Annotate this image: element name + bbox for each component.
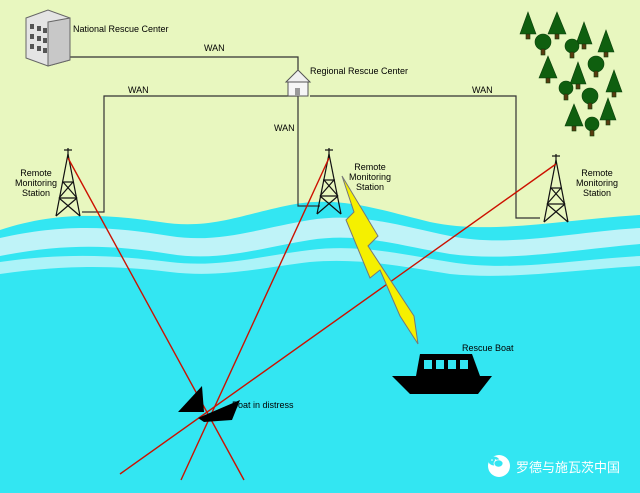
wan-link-mid — [297, 96, 320, 207]
tower-right-icon — [543, 154, 569, 223]
bearing-line-right — [119, 163, 557, 475]
rescue-boat-label: Rescue Boat — [462, 343, 514, 353]
wave-band-2 — [0, 248, 640, 276]
wan-label-top: WAN — [204, 43, 225, 53]
national-center-label: National Rescue Center — [73, 24, 169, 34]
watermark-text: 罗德与施瓦茨中国 — [515, 460, 620, 476]
rescue-boat-icon — [392, 354, 492, 394]
station-left-label: Remote Monitoring Station — [14, 168, 58, 198]
distress-boat-icon — [178, 386, 240, 422]
bearing-line-mid — [180, 157, 330, 481]
regional-center-icon — [284, 69, 312, 97]
station-right-label: Remote Monitoring Station — [575, 168, 619, 198]
tower-left-icon — [55, 148, 81, 217]
station-mid-label: Remote Monitoring Station — [348, 162, 392, 192]
wan-label-left: WAN — [128, 85, 149, 95]
distress-boat-label: Boat in distress — [232, 400, 294, 410]
wan-link-left — [82, 95, 298, 213]
wan-label-right: WAN — [472, 85, 493, 95]
watermark: 罗德与施瓦茨中国 — [487, 455, 620, 477]
forest — [519, 11, 623, 137]
wan-link-right — [310, 95, 540, 219]
wan-links — [67, 46, 540, 219]
wan-label-mid: WAN — [274, 123, 295, 133]
regional-center-label: Regional Rescue Center — [310, 66, 409, 76]
bearing-lines — [67, 157, 557, 481]
national-center-icon — [25, 9, 71, 67]
bearing-line-left — [67, 157, 245, 481]
radio-link-lightning-icon — [341, 175, 419, 345]
wechat-icon — [487, 455, 510, 477]
wave-band — [0, 217, 640, 257]
